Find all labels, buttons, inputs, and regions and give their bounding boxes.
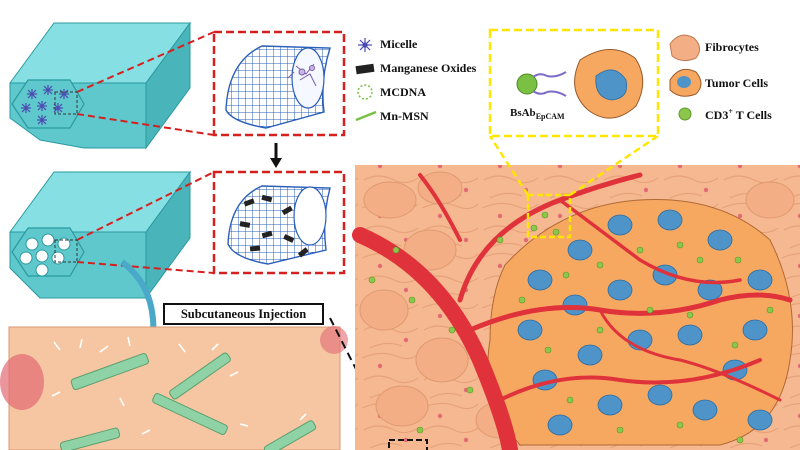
mesoporous-rod-top <box>9 21 191 150</box>
legend-right-icons <box>669 34 702 121</box>
zoom-box-bsab <box>488 28 660 138</box>
manganese-oxide-icon <box>355 63 375 75</box>
zoom-source-box-2 <box>54 239 78 263</box>
mcdna-icon <box>357 84 373 100</box>
subcutaneous-panel <box>0 326 348 450</box>
legend-manganese-oxides: Manganese Oxides <box>380 61 477 75</box>
mn-msn-icon <box>355 110 377 122</box>
release-arrows <box>51 336 307 435</box>
legend-left-icons <box>355 38 377 122</box>
tumor-cell-cluster <box>487 199 793 446</box>
fibrocyte-cells <box>359 171 795 439</box>
legend-micelle: Micelle <box>380 37 418 51</box>
legend-tumor-cells: Tumor Cells <box>705 76 769 90</box>
t-cell-icon <box>678 107 692 121</box>
tumor-tissue-panel <box>352 165 800 450</box>
legend-fibrocytes: Fibrocytes <box>705 40 759 54</box>
legend-cd3-t-cells: CD3+ T Cells <box>705 107 772 122</box>
fibrocyte-icon <box>669 34 700 62</box>
micelle-icons <box>21 85 69 125</box>
legend-mn-msn: Mn-MSN <box>380 109 429 123</box>
manganese-particles <box>239 194 309 258</box>
zoom-source-yellow <box>526 193 572 239</box>
mesoporous-rod-bottom <box>9 170 191 300</box>
legend-mcdna: MCDNA <box>380 85 426 99</box>
zoom-source-box <box>54 91 78 115</box>
t-cells <box>368 211 774 444</box>
blood-vessels <box>352 172 793 450</box>
micelle-icon <box>358 38 372 52</box>
bsab-label: BsAbEpCAM <box>510 107 565 122</box>
zoom-box-manganese-channel <box>212 170 346 275</box>
subcutaneous-injection-label: Subcutaneous Injection <box>163 303 324 325</box>
rods-in-tissue <box>59 352 317 450</box>
micelle-cluster <box>287 63 317 87</box>
zoom-box-micelle-channel <box>212 30 346 137</box>
tumor-nucleus-icon <box>677 76 691 88</box>
down-arrow-icon <box>270 143 282 168</box>
